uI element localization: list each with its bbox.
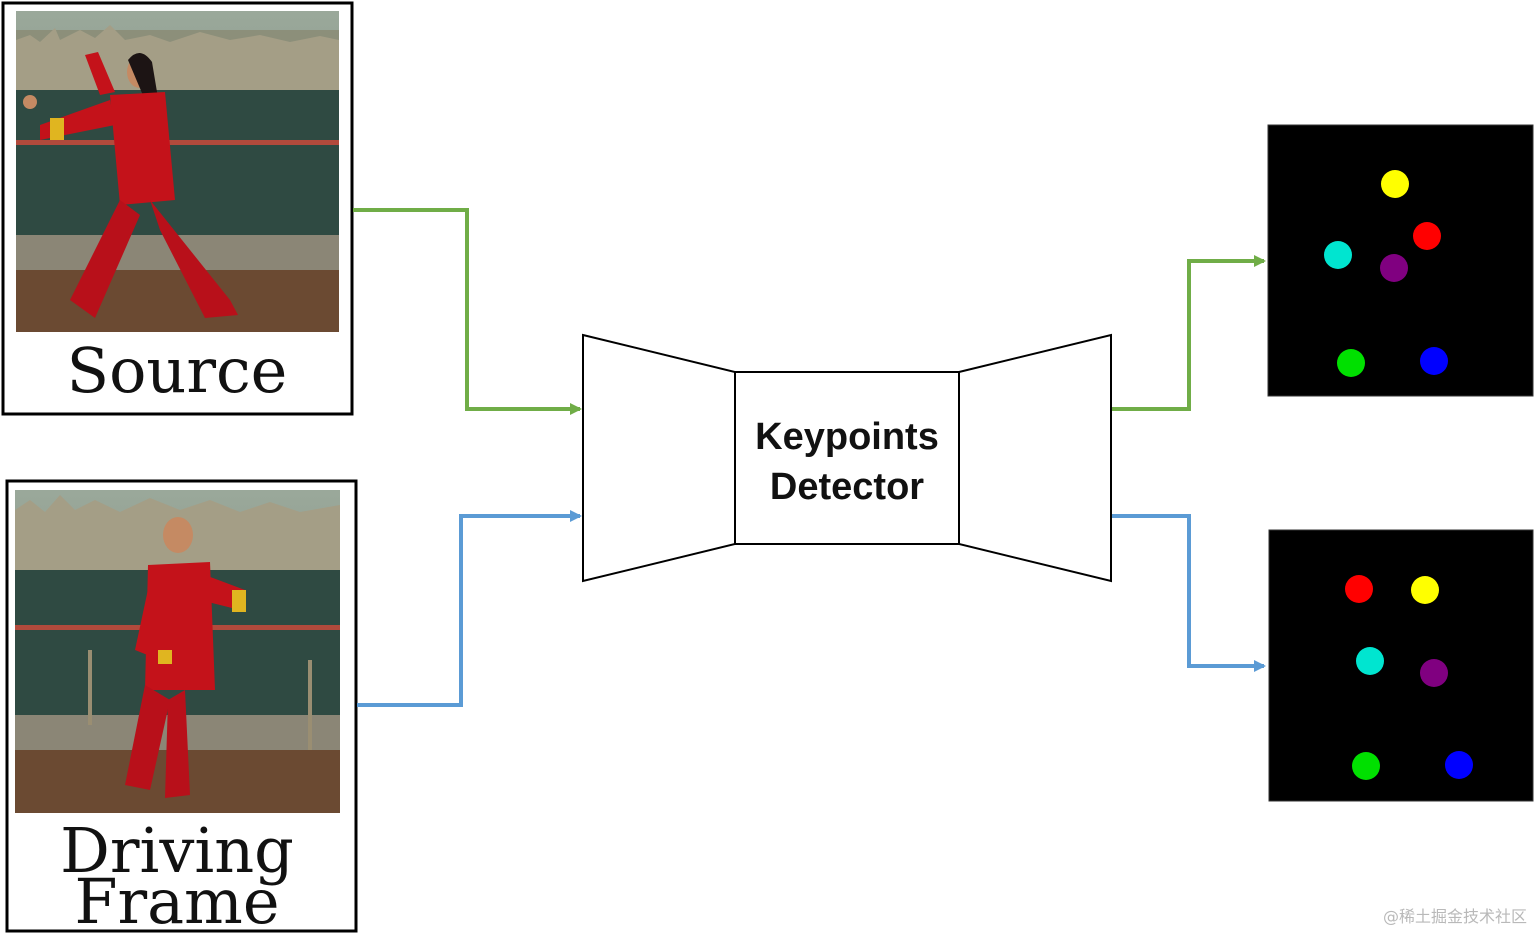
source-photo xyxy=(16,11,339,332)
source-keypoints-map xyxy=(1267,124,1534,397)
keypoint-purple xyxy=(1420,659,1448,687)
source-to-detector-arrow xyxy=(353,208,582,415)
detector-to-driving-keypoints-arrow xyxy=(1112,514,1266,672)
keypoint-purple xyxy=(1380,254,1408,282)
keypoint-green xyxy=(1337,349,1365,377)
keypoint-cyan xyxy=(1356,647,1384,675)
watermark-text: @稀土掘金技术社区 xyxy=(1382,907,1527,926)
performer-figure xyxy=(125,517,246,798)
encoder-trapezoid xyxy=(582,333,736,583)
driving-keypoints-map xyxy=(1268,529,1534,802)
keypoint-cyan xyxy=(1324,241,1352,269)
keypoint-green xyxy=(1352,752,1380,780)
keypoint-yellow xyxy=(1411,576,1439,604)
driving-photo xyxy=(15,490,340,813)
bottleneck-box xyxy=(734,371,960,545)
keypoint-blue xyxy=(1420,347,1448,375)
detector-label-line1: Keypoints xyxy=(755,416,939,458)
keypoints-detector-network: Keypoints Detector xyxy=(582,333,1112,583)
driving-frame-card: Driving Frame xyxy=(5,479,358,933)
driving-label-line2: Frame xyxy=(74,865,279,933)
performer-figure xyxy=(23,52,238,318)
decoder-trapezoid xyxy=(958,333,1112,583)
keypoint-yellow xyxy=(1381,170,1409,198)
detector-label-line2: Detector xyxy=(770,466,924,508)
keypoint-red xyxy=(1345,575,1373,603)
keypoint-red xyxy=(1413,222,1441,250)
keypoint-blue xyxy=(1445,751,1473,779)
detector-to-source-keypoints-arrow xyxy=(1112,255,1266,411)
driving-to-detector-arrow xyxy=(357,510,582,707)
source-card: Source xyxy=(1,1,354,416)
source-label: Source xyxy=(67,334,288,407)
driving-label-line1: Driving xyxy=(60,814,294,887)
